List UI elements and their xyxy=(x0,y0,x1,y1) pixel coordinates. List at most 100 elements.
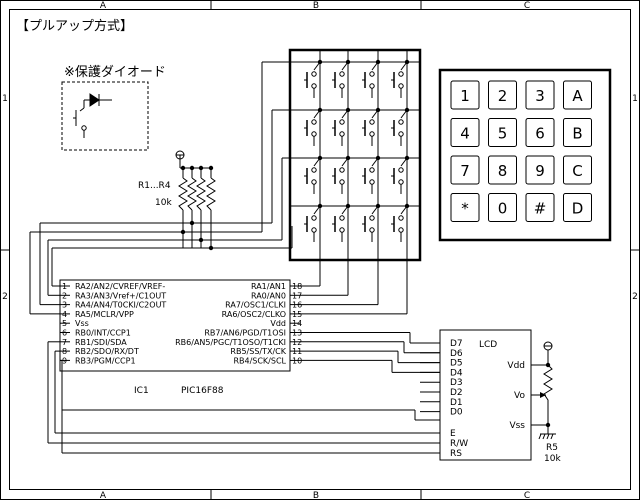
keypad-key: 0 xyxy=(488,193,517,222)
resistor-network-drawing xyxy=(175,150,216,248)
pic-pin-name: RB5/SS/TX/CK xyxy=(230,347,286,356)
keypad-key: C xyxy=(563,155,592,185)
junction-dot xyxy=(345,107,351,113)
keypad-switch xyxy=(362,107,381,146)
lcd-data-pin: D0 xyxy=(450,408,463,418)
pic-pin-name: RA4/AN4/T0CKI/C2OUT xyxy=(75,301,166,310)
lcd-power-pin: Vss xyxy=(509,421,525,431)
diagram-title: 【プルアップ方式】 xyxy=(16,18,133,34)
junction-dot xyxy=(375,107,381,113)
switch-contact xyxy=(311,71,317,77)
switch-contact xyxy=(398,131,404,137)
key-cap xyxy=(450,193,480,222)
resistor-zigzag xyxy=(196,177,206,211)
key-cap xyxy=(563,80,592,110)
key-cap xyxy=(488,155,517,185)
key-cap xyxy=(450,118,480,147)
keypad-switch xyxy=(362,155,381,194)
keypad-key: B xyxy=(563,118,592,147)
keypad-key: # xyxy=(525,193,555,222)
junction-dot xyxy=(404,59,410,65)
junction-dot xyxy=(345,59,351,65)
switch-contact xyxy=(398,167,404,173)
switch-contact xyxy=(339,215,345,221)
resistor-zigzag xyxy=(178,177,188,211)
lcd-data-pin: D5 xyxy=(450,359,463,369)
keypad-key: * xyxy=(450,193,480,222)
lcd-control-pin: R/W xyxy=(450,439,468,449)
keypad-switch xyxy=(332,107,351,146)
keypad-key: 3 xyxy=(525,80,555,110)
key-cap xyxy=(488,193,517,222)
junction-dot xyxy=(208,245,214,251)
lcd-power-pin: Vdd xyxy=(507,361,525,371)
keypad-frame xyxy=(438,68,612,242)
junction-dot xyxy=(317,59,323,65)
junction-dot xyxy=(375,59,381,65)
keypad-key: 7 xyxy=(450,155,480,185)
junction-dot xyxy=(404,107,410,113)
keypad-switch xyxy=(391,155,410,194)
junction-dot xyxy=(345,203,351,209)
pic-pin-name: RA7/OSC1/CLKI xyxy=(225,301,286,310)
keypad-key-label: 3 xyxy=(535,87,545,105)
pic-pin-name: RA0/AN0 xyxy=(251,291,286,300)
switch-contact xyxy=(398,179,404,185)
pic-pin-name: RA6/OSC2/CLKO xyxy=(222,310,286,319)
gnd-hatch xyxy=(550,433,554,440)
pic-pin-number: 14 xyxy=(292,319,302,328)
key-cap xyxy=(488,80,517,110)
zone-label-top-c: C xyxy=(524,1,530,11)
pic-pin-number: 10 xyxy=(292,356,302,365)
zone-label-bottom-a: A xyxy=(100,491,107,500)
pic-pin-name: RA5/MCLR/VPP xyxy=(75,310,134,319)
keypad-switch xyxy=(391,59,410,98)
switch-contact xyxy=(311,179,317,185)
keypad-switch xyxy=(304,59,323,98)
keypad-switch xyxy=(362,59,381,98)
lcd-data-pin: D7 xyxy=(450,339,463,349)
trimmer-value: 10k xyxy=(544,454,561,464)
zone-label-bottom-c: C xyxy=(524,491,530,500)
switch-contact xyxy=(369,71,375,77)
switch-contact xyxy=(311,215,317,221)
pic-pin-number: 1 xyxy=(62,282,67,291)
trimmer-ref: R5 xyxy=(546,443,558,453)
keypad-key-label: B xyxy=(572,125,582,143)
switch-contact xyxy=(369,227,375,233)
keypad-key-label: 0 xyxy=(498,200,508,218)
pic-pin-number: 12 xyxy=(292,338,302,347)
keypad-switch xyxy=(332,59,351,98)
pic-pin-number: 17 xyxy=(292,291,302,300)
switch-contact xyxy=(398,215,404,221)
keypad-key-label: 6 xyxy=(535,125,545,143)
lcd-data-pin: D4 xyxy=(450,368,463,378)
switch-contact xyxy=(311,119,317,125)
junction-dot xyxy=(345,155,351,161)
resistor-zigzag xyxy=(206,177,216,211)
pic-pin-number: 13 xyxy=(292,329,302,338)
switch-contact xyxy=(339,119,345,125)
keypad-switch xyxy=(391,203,410,242)
key-cap xyxy=(563,155,592,185)
diode-symbol xyxy=(73,93,112,138)
junction-dot xyxy=(198,237,204,243)
pic-pin-number: 11 xyxy=(292,347,302,356)
key-cap xyxy=(525,155,555,185)
keypad-switch xyxy=(304,203,323,242)
keypad-switch xyxy=(332,203,351,242)
contrast-trimmer xyxy=(538,341,556,440)
key-cap xyxy=(525,193,555,222)
switch-contact xyxy=(339,83,345,89)
keypad-key-label: D xyxy=(572,200,584,218)
pic-part: PIC16F88 xyxy=(181,386,224,396)
junction-dot xyxy=(375,155,381,161)
keypad-key-label: 8 xyxy=(498,162,508,180)
trimmer-zigzag xyxy=(543,364,553,425)
lcd-control-pin: E xyxy=(450,429,456,439)
pic-pin-name: RB2/SDO/RX/DT xyxy=(75,347,139,356)
switch-contact xyxy=(339,167,345,173)
switch-contact xyxy=(339,179,345,185)
